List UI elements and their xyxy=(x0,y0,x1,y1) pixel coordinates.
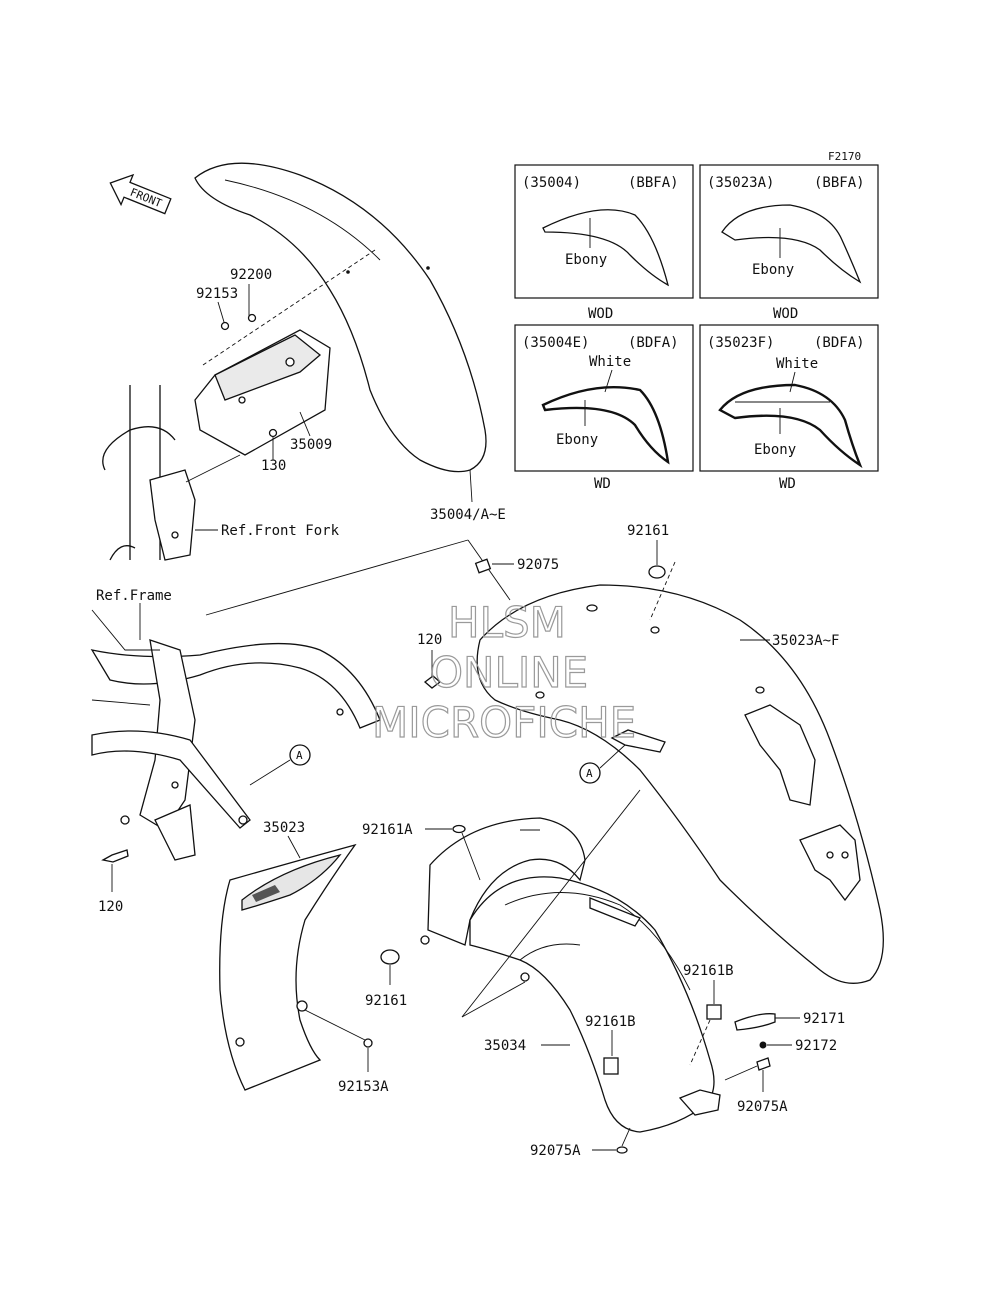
label-92075: 92075 xyxy=(517,557,559,573)
callout-a-fender-label: A xyxy=(586,767,593,780)
variant-caption: WD xyxy=(594,476,611,492)
variant-code: (BDFA) xyxy=(628,335,679,351)
variant-code: (BBFA) xyxy=(814,175,865,191)
variant-part: (35004E) xyxy=(522,335,589,351)
screw-92153a-icon xyxy=(363,1038,373,1048)
screw-92153-icon xyxy=(220,321,230,331)
rear-fender xyxy=(476,584,884,984)
washer-92200-icon xyxy=(247,313,257,323)
fender-thumbnail xyxy=(721,204,862,284)
variant-panel-35004e: (35004E) (BDFA) White Ebony WD xyxy=(514,324,694,492)
variant-caption: WOD xyxy=(588,306,613,322)
label-120-bottom: 120 xyxy=(98,899,123,915)
pad-92161b-mid-icon xyxy=(603,1057,619,1075)
pad-92161b-right-icon xyxy=(706,1004,722,1020)
variant-caption: WOD xyxy=(773,306,798,322)
variant-color-white: White xyxy=(776,356,818,372)
front-fender xyxy=(194,162,487,473)
variant-color-ebony: Ebony xyxy=(752,262,794,278)
label-92161a: 92161A xyxy=(362,822,413,838)
variant-part: (35004) xyxy=(522,175,581,191)
variant-color-ebony: Ebony xyxy=(556,432,598,448)
label-92161-top: 92161 xyxy=(627,523,669,539)
callout-a-frame-icon xyxy=(289,744,311,766)
variant-panel-35004: (35004) (BBFA) Ebony WOD xyxy=(514,164,694,322)
label-92153a: 92153A xyxy=(338,1079,389,1095)
variant-part: (35023A) xyxy=(707,175,774,191)
variant-caption: WD xyxy=(779,476,796,492)
front-fork xyxy=(102,385,196,561)
nut-92075a-right-icon xyxy=(756,1057,771,1071)
label-92161b-right: 92161B xyxy=(683,963,734,979)
label-92171: 92171 xyxy=(803,1011,845,1027)
variant-part: (35023F) xyxy=(707,335,774,351)
label-92161-mid: 92161 xyxy=(365,993,407,1009)
screw-130-icon xyxy=(268,428,278,438)
grommet-92161a-icon xyxy=(452,824,466,834)
leader-92153 xyxy=(217,301,225,323)
variant-color-ebony: Ebony xyxy=(754,442,796,458)
fender-thumbnail xyxy=(541,385,670,465)
watermark-line-1: HLSM xyxy=(448,598,566,647)
label-35023af: 35023A~F xyxy=(772,633,839,649)
label-ref-frame: Ref.Frame xyxy=(96,588,172,604)
rear-frame xyxy=(90,609,381,861)
label-35009: 35009 xyxy=(290,437,332,453)
label-120-top: 120 xyxy=(417,632,442,648)
nut-92075a-bottom-icon xyxy=(616,1146,628,1154)
fender-thumbnail xyxy=(718,383,863,469)
label-92075a-right: 92075A xyxy=(737,1099,788,1115)
callout-a-fender-icon xyxy=(579,762,601,784)
label-130: 130 xyxy=(261,458,286,474)
grommet-92161-mid-icon xyxy=(380,949,400,965)
leader-35004 xyxy=(469,469,473,503)
callout-a-frame-label: A xyxy=(296,749,303,762)
clip-92171-icon xyxy=(734,1013,776,1031)
variant-panel-35023f: (35023F) (BDFA) White Ebony WD xyxy=(699,324,879,492)
label-35034: 35034 xyxy=(484,1038,526,1054)
variant-color-ebony: Ebony xyxy=(565,252,607,268)
watermark-line-3: MICROFICHE xyxy=(372,698,636,747)
label-92153: 92153 xyxy=(196,286,238,302)
label-92200: 92200 xyxy=(230,267,272,283)
label-35004ae: 35004/A~E xyxy=(430,507,506,523)
side-cover-35023 xyxy=(219,843,357,1091)
bolt-120-bottom-icon xyxy=(101,849,129,863)
watermark-line-2: ONLINE xyxy=(430,648,588,697)
leader-35009 xyxy=(299,411,311,437)
grommet-92161-top-icon xyxy=(648,565,666,579)
figure-code: F2170 xyxy=(828,150,861,163)
label-ref-front-fork: Ref.Front Fork xyxy=(221,523,340,539)
fender-bracket-35009 xyxy=(194,329,331,456)
inner-fender-35034 xyxy=(420,817,721,1133)
fender-thumbnail xyxy=(542,209,670,287)
variant-color-white: White xyxy=(589,354,631,370)
bolt-120-top-icon xyxy=(423,675,442,689)
front-arrow-icon: FRONT xyxy=(109,173,172,215)
variant-code: (BBFA) xyxy=(628,175,679,191)
label-35023: 35023 xyxy=(263,820,305,836)
label-92172: 92172 xyxy=(795,1038,837,1054)
variant-panel-35023a: (35023A) (BBFA) Ebony WOD xyxy=(699,164,879,322)
watermark: HLSM ONLINE MICROFICHE xyxy=(371,597,636,747)
label-92161b-mid: 92161B xyxy=(585,1014,636,1030)
nut-92075-icon xyxy=(474,558,492,574)
label-92075a-bottom: 92075A xyxy=(530,1143,581,1159)
clip-92172-icon xyxy=(759,1041,767,1049)
variant-code: (BDFA) xyxy=(814,335,865,351)
